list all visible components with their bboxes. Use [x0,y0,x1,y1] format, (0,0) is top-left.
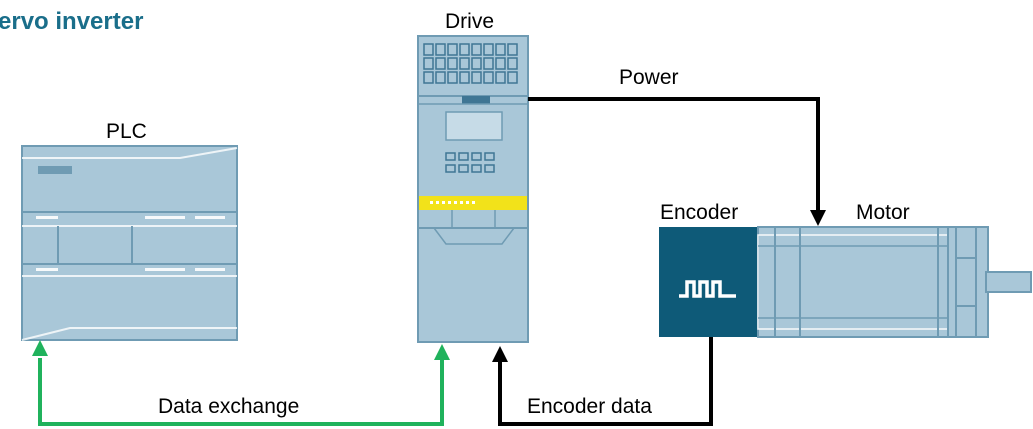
encoder-data-line [498,337,713,426]
data-exchange-label: Data exchange [158,395,300,418]
encoder-device [659,227,758,337]
motor-device [757,226,1032,338]
plc-label: PLC [106,120,147,143]
encoder-data-label: Encoder data [527,395,652,418]
data-exchange-line [38,358,444,426]
encoder-label: Encoder [660,201,739,224]
motor-label: Motor [856,201,910,224]
drive-device [417,35,529,343]
power-line [528,97,820,222]
encoder-data-arrowhead [492,346,508,362]
data-exchange-arrowhead-plc [32,340,48,356]
drive-label: Drive [445,10,495,33]
square-wave-icon [679,280,736,298]
data-exchange-arrowhead-drive [434,344,450,360]
power-arrowhead [810,210,826,226]
plc-device [21,145,238,341]
page-title: ervo inverter [0,8,144,35]
power-label: Power [619,66,679,89]
